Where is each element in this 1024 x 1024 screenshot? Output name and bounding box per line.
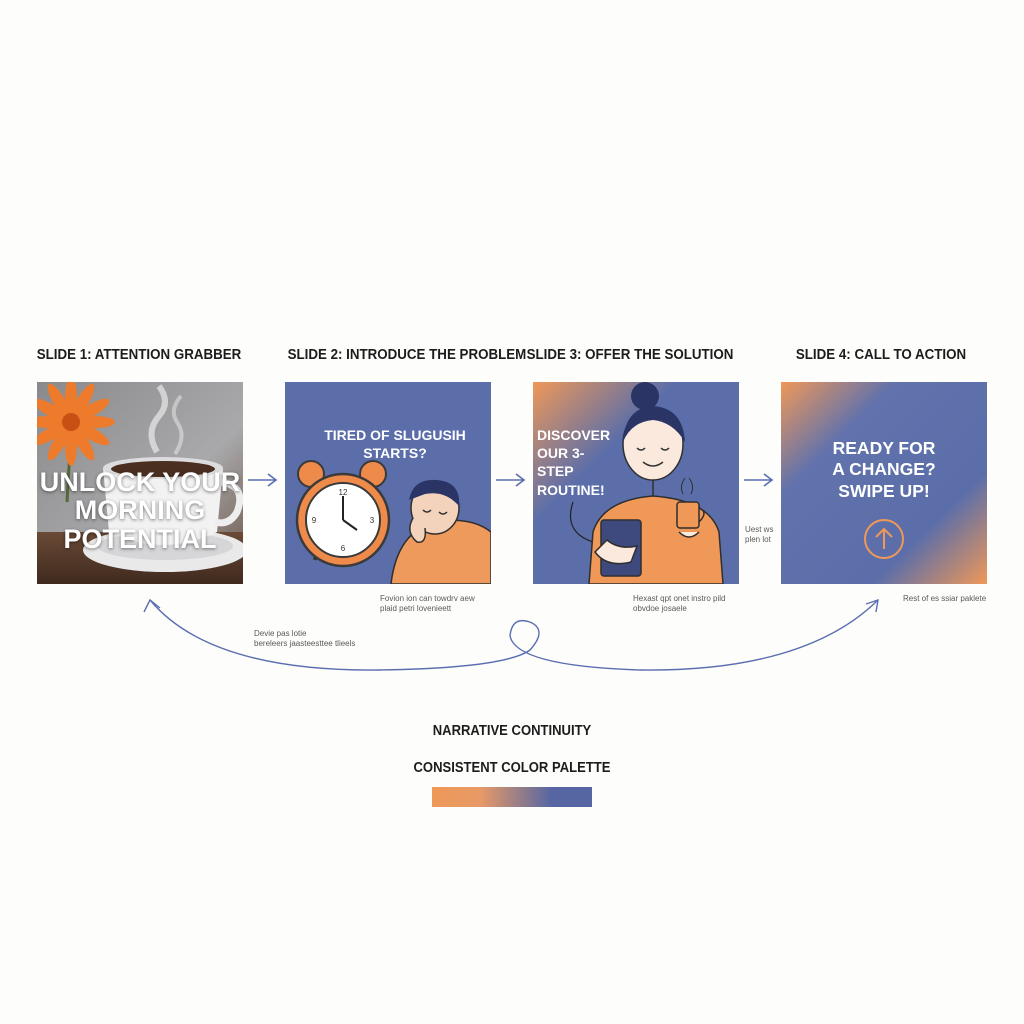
slide-4-title: SLIDE 4: CALL TO ACTION bbox=[795, 347, 967, 363]
slide-4-headline: READY FOR A CHANGE? SWIPE UP! bbox=[832, 438, 936, 501]
note-between-3-4: Uest ws plen lot bbox=[745, 525, 774, 544]
color-palette-swatch bbox=[432, 787, 592, 807]
slide-2-headline: TIRED OF SLUGUSIH STARTS? bbox=[324, 427, 466, 462]
svg-text:12: 12 bbox=[339, 488, 348, 497]
up-arrow-circle-icon[interactable] bbox=[781, 382, 987, 584]
note-under-slide-3: Hexast qpt onet instro pild obvdoe josae… bbox=[633, 594, 726, 613]
slide-4-card[interactable]: READY FOR A CHANGE? SWIPE UP! bbox=[781, 382, 987, 584]
narrative-continuity-label: NARRATIVE CONTINUITY bbox=[432, 723, 592, 739]
slide-1-title: SLIDE 1: ATTENTION GRABBER bbox=[36, 347, 242, 363]
slide-1-headline: UNLOCK YOUR MORNING POTENTIAL bbox=[39, 467, 241, 554]
slide-2-card[interactable]: 12 3 6 9 TIRED OF SLUGUSIH STARTS? bbox=[285, 382, 491, 584]
note-loop: Devie pas lotie bereleers jaasteesttee t… bbox=[254, 629, 356, 648]
note-under-slide-4: Rest of es ssiar paklete bbox=[903, 594, 987, 603]
slide-2-title: SLIDE 2: INTRODUCE THE PROBLEM bbox=[287, 347, 527, 363]
flower-icon bbox=[37, 382, 115, 503]
slide-3-card[interactable]: DISCOVER OUR 3-STEP ROUTINE! bbox=[533, 382, 739, 584]
slide-1-card[interactable]: UNLOCK YOUR MORNING POTENTIAL bbox=[37, 382, 243, 584]
right-arrow-icon bbox=[248, 473, 278, 487]
svg-text:6: 6 bbox=[341, 544, 346, 553]
sleepy-person-icon bbox=[390, 479, 491, 584]
right-arrow-icon bbox=[496, 473, 526, 487]
right-arrow-icon bbox=[744, 473, 774, 487]
color-palette-label: CONSISTENT COLOR PALETTE bbox=[413, 760, 611, 776]
note-under-slide-2: Fovion ion can towdrv aew plaid petri lo… bbox=[380, 594, 475, 613]
svg-text:3: 3 bbox=[370, 516, 375, 525]
alarm-clock-icon: 12 3 6 9 bbox=[295, 460, 391, 568]
slide-3-headline: DISCOVER OUR 3-STEP ROUTINE! bbox=[537, 427, 611, 498]
svg-text:9: 9 bbox=[312, 516, 317, 525]
slide-4-background bbox=[781, 382, 987, 584]
slide-3-title: SLIDE 3: OFFER THE SOLUTION bbox=[526, 347, 734, 363]
smiling-woman-icon bbox=[588, 382, 724, 584]
